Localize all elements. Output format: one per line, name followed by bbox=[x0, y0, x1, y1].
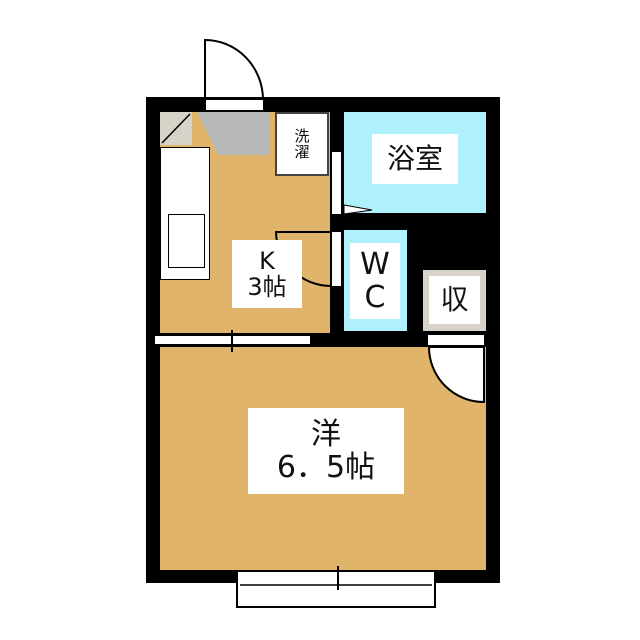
entry-door-opening[interactable] bbox=[206, 100, 263, 110]
kitchen-name: K bbox=[259, 246, 275, 275]
storage-door-swing bbox=[427, 346, 485, 404]
wc-text-1: W bbox=[360, 247, 390, 282]
western-size: 6．5帖 bbox=[276, 450, 376, 485]
entrance-area bbox=[197, 112, 270, 155]
storage-door[interactable] bbox=[428, 335, 484, 345]
bath-door-marker bbox=[343, 204, 373, 215]
bath-label: 浴室 bbox=[372, 134, 458, 184]
window-bottom bbox=[236, 570, 436, 608]
laundry-text-1: 洗 bbox=[294, 126, 310, 145]
door-wc bbox=[332, 232, 341, 286]
wc-text-2: C bbox=[364, 280, 386, 315]
kitchen-size: 3帖 bbox=[247, 273, 287, 301]
storage-name: 収 bbox=[440, 282, 469, 316]
western-label: 洋 6．5帖 bbox=[248, 408, 404, 494]
bath-name: 浴室 bbox=[386, 141, 443, 175]
door-bath bbox=[332, 152, 341, 214]
laundry-label: 洗 濯 bbox=[284, 120, 320, 168]
storage-label: 収 bbox=[429, 276, 480, 324]
western-name: 洋 bbox=[311, 417, 341, 452]
wc-label: W C bbox=[350, 243, 400, 319]
sink bbox=[168, 214, 205, 268]
entry-door-swing bbox=[204, 38, 264, 101]
kitchen-label: K 3帖 bbox=[232, 240, 302, 308]
laundry-text-2: 濯 bbox=[294, 143, 310, 161]
